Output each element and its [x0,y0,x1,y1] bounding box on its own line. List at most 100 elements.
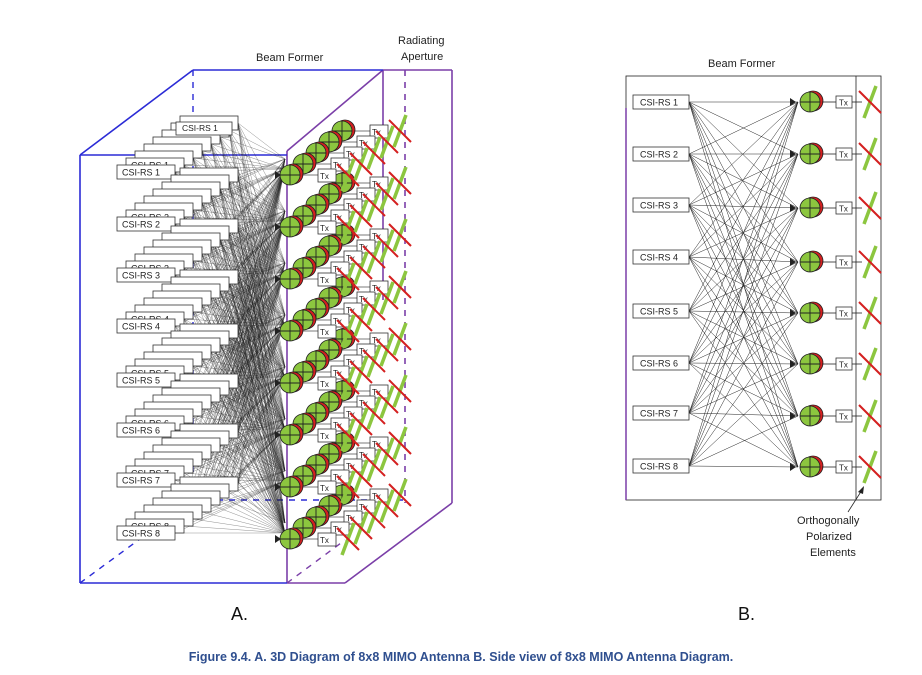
mesh-line [210,168,286,353]
mesh-line [688,261,799,467]
mesh-line [688,312,799,467]
red-dipole [336,423,360,447]
red-dipole [858,404,882,428]
mesh-line [688,101,799,209]
red-dipole [362,297,386,321]
csi-rs-input-label: CSI-RS 5 [640,307,678,317]
red-dipole [362,453,386,477]
red-dipole [375,390,399,414]
polarized-element-icon [336,470,360,504]
red-dipole [349,412,373,436]
mesh-line [688,101,799,364]
mesh-line [201,168,286,204]
mesh-line [237,314,286,332]
mesh-line [237,380,286,420]
red-dipole [362,349,386,373]
mesh-line [688,412,799,417]
csi-rs-input-box [116,164,176,180]
csi-rs-input-box [632,405,690,421]
csi-rs-input-label: CSI-RS 5 [122,376,160,386]
arrow-head [275,223,281,231]
summer-icon [279,423,304,446]
polarized-element-icon [388,270,412,304]
mesh-line [183,220,286,527]
red-dipole [388,327,412,351]
mesh-line [688,101,799,314]
mesh-line [228,337,286,524]
mesh-line [688,363,799,467]
tx-label: Tx [839,464,848,473]
red-dipole [388,275,412,299]
mesh-line [219,497,286,524]
red-dipole [336,475,360,499]
mesh-line [688,153,799,209]
mesh-line [210,220,286,506]
mesh-line [192,480,286,520]
arrow-head [275,171,281,179]
mesh-line [237,262,286,485]
mesh-line [219,188,286,264]
csi-rs-input-label: CSI-RS 3 [640,201,678,211]
mesh-line [688,256,799,468]
polarized-element-icon [858,347,882,381]
mesh-line [192,168,286,467]
red-dipole [336,319,360,343]
polarized-element-icon [375,385,399,419]
red-dipole [858,250,882,274]
polarized-element-icon [362,292,386,326]
mesh-line [219,158,286,292]
polarized-element-icon [362,344,386,378]
mesh-line [228,232,286,420]
mesh-line [210,272,286,453]
annotation-arrow-line [847,489,863,513]
polarized-element-icon [388,374,412,408]
red-dipole [375,182,399,206]
arrow-head [790,150,796,158]
mesh-line [228,437,286,524]
red-dipole [362,141,386,165]
mesh-line [219,444,286,524]
csi-rs-input-label: CSI-RS 4 [640,253,678,263]
csi-rs-input-box [632,197,690,213]
figure-caption: Figure 9.4. A. 3D Diagram of 8x8 MIMO An… [188,650,734,664]
mesh-line [688,415,799,467]
polarized-element-icon [858,85,882,119]
tx-label: Tx [839,99,848,108]
mesh-line [210,480,286,506]
red-dipole [375,130,399,154]
csi-rs-input-label: CSI-RS 2 [640,150,678,160]
mesh-line [688,256,799,314]
mesh-line [219,314,286,346]
polarized-element-icon [362,500,386,534]
polarized-element-icon [388,478,412,512]
red-dipole [362,245,386,269]
red-dipole [349,152,373,176]
summer-icon [279,267,304,290]
polarized-element-icon [858,450,882,484]
mesh-line [210,246,286,534]
summer-icon [799,196,824,219]
polarized-element-icon [362,188,386,222]
csi-rs-input-label: CSI-RS 3 [122,271,160,281]
mesh-line [688,207,799,312]
mesh-line [219,158,286,190]
tx-box [317,376,337,391]
csi-rs-input-label: CSI-RS 1 [122,168,160,178]
mesh-line [192,465,286,482]
mesh-line [183,168,286,474]
polarized-element-icon [388,322,412,356]
red-dipole [362,401,386,425]
csi-rs-input-label: CSI-RS 8 [122,529,160,539]
polarized-element-icon [375,333,399,367]
summer-icon [279,371,304,394]
mesh-line [688,310,799,314]
mesh-line [210,351,286,430]
polarized-element-icon [336,158,360,192]
red-dipole [858,455,882,479]
red-dipole [349,256,373,280]
red-dipole [349,464,373,488]
tx-label: Tx [320,432,329,441]
tx-box [330,521,350,536]
polarized-element-icon [388,426,412,460]
